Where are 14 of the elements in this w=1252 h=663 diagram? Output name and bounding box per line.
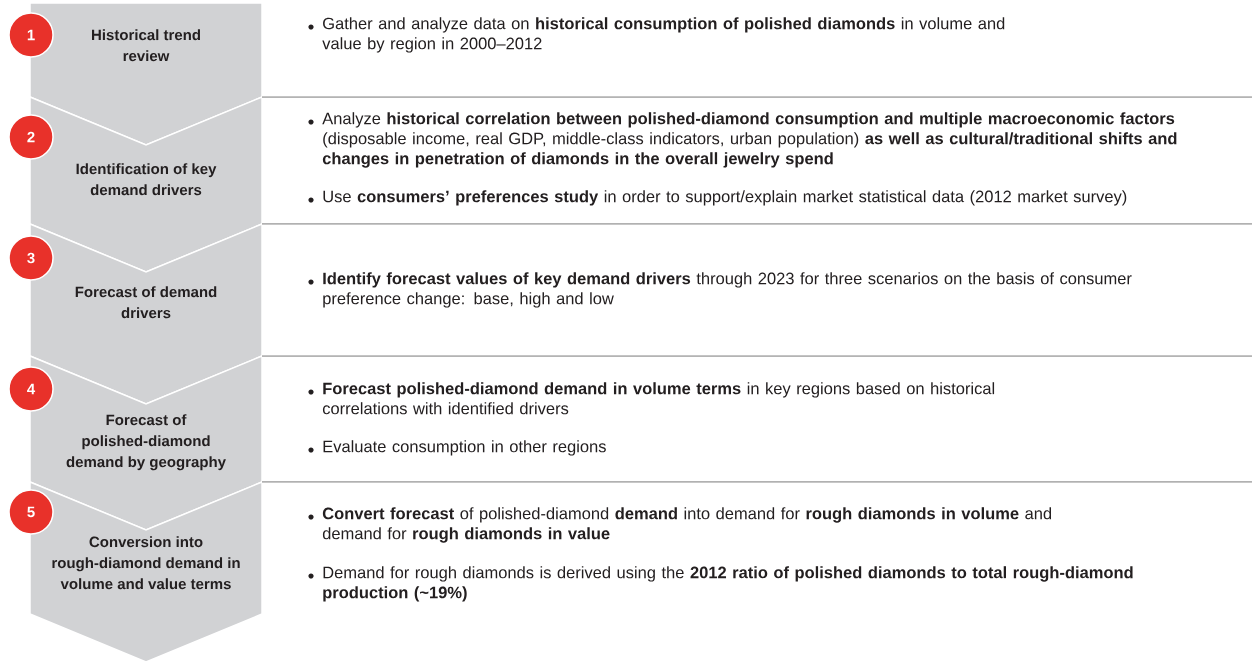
number-badge: 1 [8,12,54,58]
bullet-text: Demand for rough diamonds is derived using the 2012 ratio of polished diamonds to total rough-diamond production (~19%) [323,566,1133,602]
bullet-text: Identify forecast values of key demand drivers through 2023 for three scenarios on the basis of consumer preference change: base, high and low [323,272,1132,308]
node-label: Conversion into rough-diamond demand in volume and value terms [52,536,240,590]
number-badge: 2 [8,114,54,160]
bullet-text: Forecast polished-diamond demand in volume terms in key regions based on historical correlations with identified drivers [322,382,995,415]
bullet-text: Convert forecast of polished-diamond demand into demand for rough diamonds in volume and demand for rough diamonds in value [322,507,1052,543]
bullet-text: Analyze historical correlation between polished-diamond consumption and multiple macroeconomic factors (disposable income, real GDP, middle-class indicators, urban population) as well as cultural/traditional shifts and changes in penetration of diamonds in the overall jewelry spend [322,112,1177,168]
bullet-text: Use consumers’ preferences study in order to support/explain market statistical data (2012 market survey) [323,190,1127,206]
number-badge: 5 [8,489,54,535]
bullet-text: Gather and analyze data on historical consumption of polished diamonds in volume and value by region in 2000–2012 [322,17,1005,53]
number-badge: 3 [8,235,54,281]
bullet-text: Evaluate consumption in other regions [323,440,606,456]
number-badge: 4 [8,366,54,412]
